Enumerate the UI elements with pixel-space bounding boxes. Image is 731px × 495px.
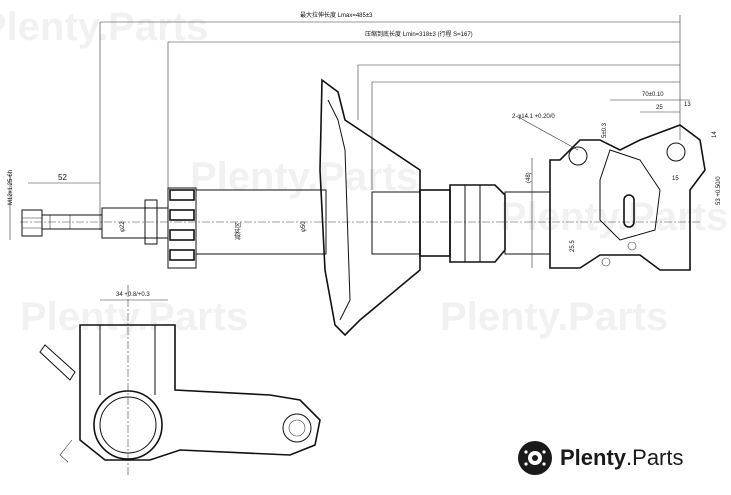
lmin-label: 压缩到底长度 Lmin=318±3 (行程 S=167) [365, 30, 473, 38]
watermarks: Plenty.Parts Plenty.Parts Plenty.Parts P… [0, 5, 728, 339]
brake-disc-icon [518, 441, 552, 475]
rod-thread-end: M12x1.25-6h 52 [8, 170, 103, 240]
dim-70-label: 70±0.10 [642, 92, 664, 98]
brand-logo: Plenty.Parts [516, 438, 684, 478]
dim-53-label: 53 +0.50/0 [716, 176, 722, 205]
watermark-text: Plenty.Parts [500, 195, 728, 239]
dim-5-label: 5±0.3 [602, 122, 608, 138]
coating-zone-label: 减料区 [234, 222, 242, 240]
hole-dim-label: 2-φ14.1 +0.20/0 [512, 114, 555, 120]
body-diameter-label: φ50 [301, 221, 307, 232]
watermark-text: Plenty.Parts [440, 295, 668, 339]
rod-diameter-label: φ22 [120, 221, 126, 232]
dust-boot [167, 187, 197, 269]
spring-seat [319, 78, 421, 337]
watermark-text: Plenty.Parts [0, 5, 208, 49]
lmax-label: 最大拉伸长度 Lmax=485±3 [300, 11, 373, 19]
dim-14-label: 14 [712, 131, 718, 138]
dim-13-label: 13 [684, 102, 691, 108]
watermark-text: Plenty.Parts [20, 295, 248, 339]
lower-tube: (48) [371, 158, 551, 268]
dim-48-label: (48) [526, 172, 532, 183]
strut-body: 减料区 φ50 [195, 189, 327, 255]
thread-length-label: 52 [58, 173, 67, 182]
dim-25-label: 25 [656, 105, 663, 111]
dim-34-label: 34 +0.8/+0.3 [116, 292, 150, 298]
dim-15-label: 15 [672, 176, 679, 182]
knuckle-bracket: 2-φ14.1 +0.20/0 70±0.10 25 13 14 5±0.3 1… [512, 92, 722, 271]
brand-name: Plenty.Parts [560, 445, 684, 470]
thread-label: M12x1.25-6h [8, 170, 14, 205]
bottom-view: 34 +0.8/+0.3 [39, 285, 321, 475]
dim-255-label: 25.5 [570, 240, 576, 252]
length-dimensions: 最大拉伸长度 Lmax=485±3 压缩到底长度 Lmin=318±3 (行程 … [99, 11, 681, 230]
